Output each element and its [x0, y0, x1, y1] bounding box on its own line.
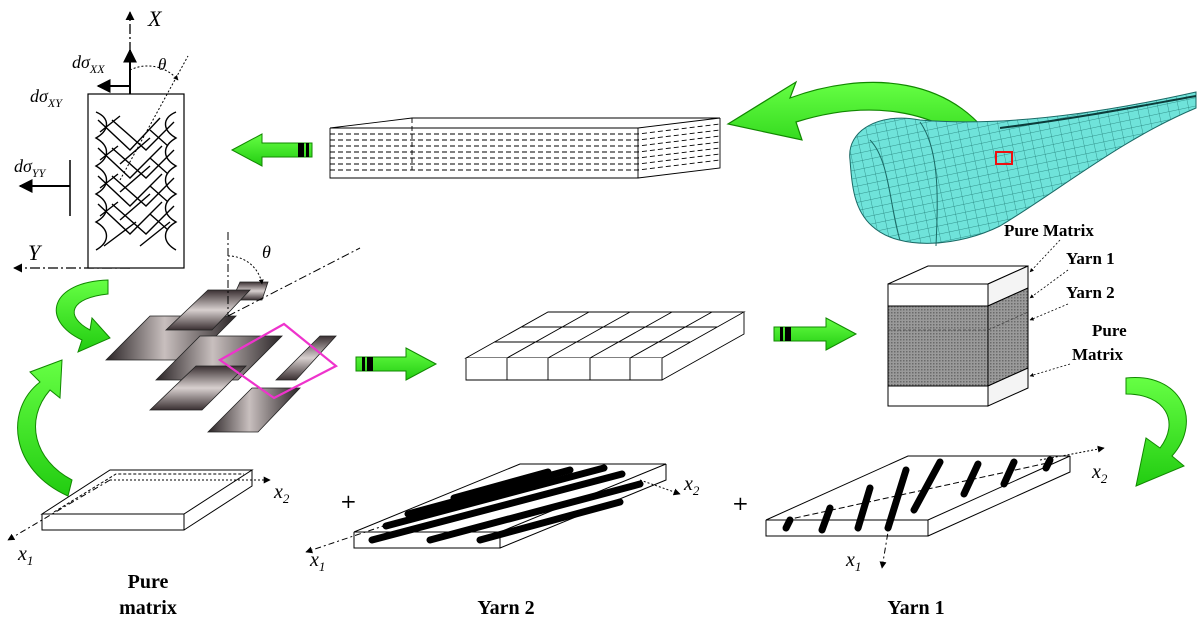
theta-mid-label: θ	[262, 242, 271, 262]
yarn2-slab	[305, 463, 681, 554]
pure-matrix-slab	[7, 469, 271, 541]
x2-label-1: x2	[273, 481, 290, 506]
x2-label-3: x2	[1091, 461, 1108, 486]
selection-red-box	[995, 151, 1013, 165]
caption-yarn1: Yarn 1	[887, 597, 944, 619]
fabric-axis-diagonal	[227, 247, 361, 317]
x1-label-2: x1	[309, 549, 325, 574]
caption-pure-line2: matrix	[119, 597, 177, 619]
selection-magenta-box	[217, 322, 339, 400]
woven-fabric-image: θ	[105, 232, 361, 433]
sigma-xy-label: dσXY	[30, 86, 63, 110]
stress-element: X Y θ dσXX	[13, 6, 189, 273]
caption-pure-line1: Pure	[128, 571, 169, 593]
rve-yarn1-label: Yarn 1	[1066, 249, 1115, 268]
x2-label-2: x2	[683, 473, 700, 498]
unit-cell-grid	[464, 311, 746, 381]
theta-arc-top	[129, 65, 179, 81]
plus-sign-1: +	[340, 489, 357, 513]
rve-block	[887, 265, 1029, 407]
wing-mesh-image	[849, 91, 1197, 247]
green-block-arrow-right-1	[355, 347, 438, 381]
x1-label-1: x1	[17, 543, 33, 568]
green-curved-arrow-right-down	[1125, 377, 1187, 487]
rve-pure-bottom-label-2: Matrix	[1072, 345, 1123, 364]
theta-arc-mid	[227, 255, 264, 285]
caption-yarn2: Yarn 2	[477, 597, 534, 619]
rve-pure-bottom-label-1: Pure	[1092, 321, 1127, 340]
yarn1-slab	[765, 445, 1105, 569]
plus-sign-2: +	[732, 491, 749, 515]
rve-labels: Pure Matrix Yarn 1 Yarn 2 Pure Matrix	[1004, 221, 1127, 377]
x1-label-3: x1	[845, 549, 861, 574]
sigma-yy-label: dσYY	[14, 156, 47, 180]
axis-x-label: X	[147, 6, 163, 31]
braid-pattern-icon	[94, 111, 178, 251]
axis-y-label: Y	[28, 240, 43, 265]
green-curved-arrow-left-up	[17, 359, 73, 497]
rve-pure-matrix-top-label: Pure Matrix	[1004, 221, 1094, 240]
sigma-xx-label: dσXX	[72, 52, 105, 76]
theta-top-label: θ	[158, 55, 166, 74]
laminate-stack	[329, 117, 721, 179]
green-block-arrow-left	[230, 133, 313, 167]
green-curved-arrow-left-down	[55, 279, 111, 353]
green-block-arrow-right-2	[773, 317, 858, 351]
rve-yarn2-label: Yarn 2	[1066, 283, 1115, 302]
